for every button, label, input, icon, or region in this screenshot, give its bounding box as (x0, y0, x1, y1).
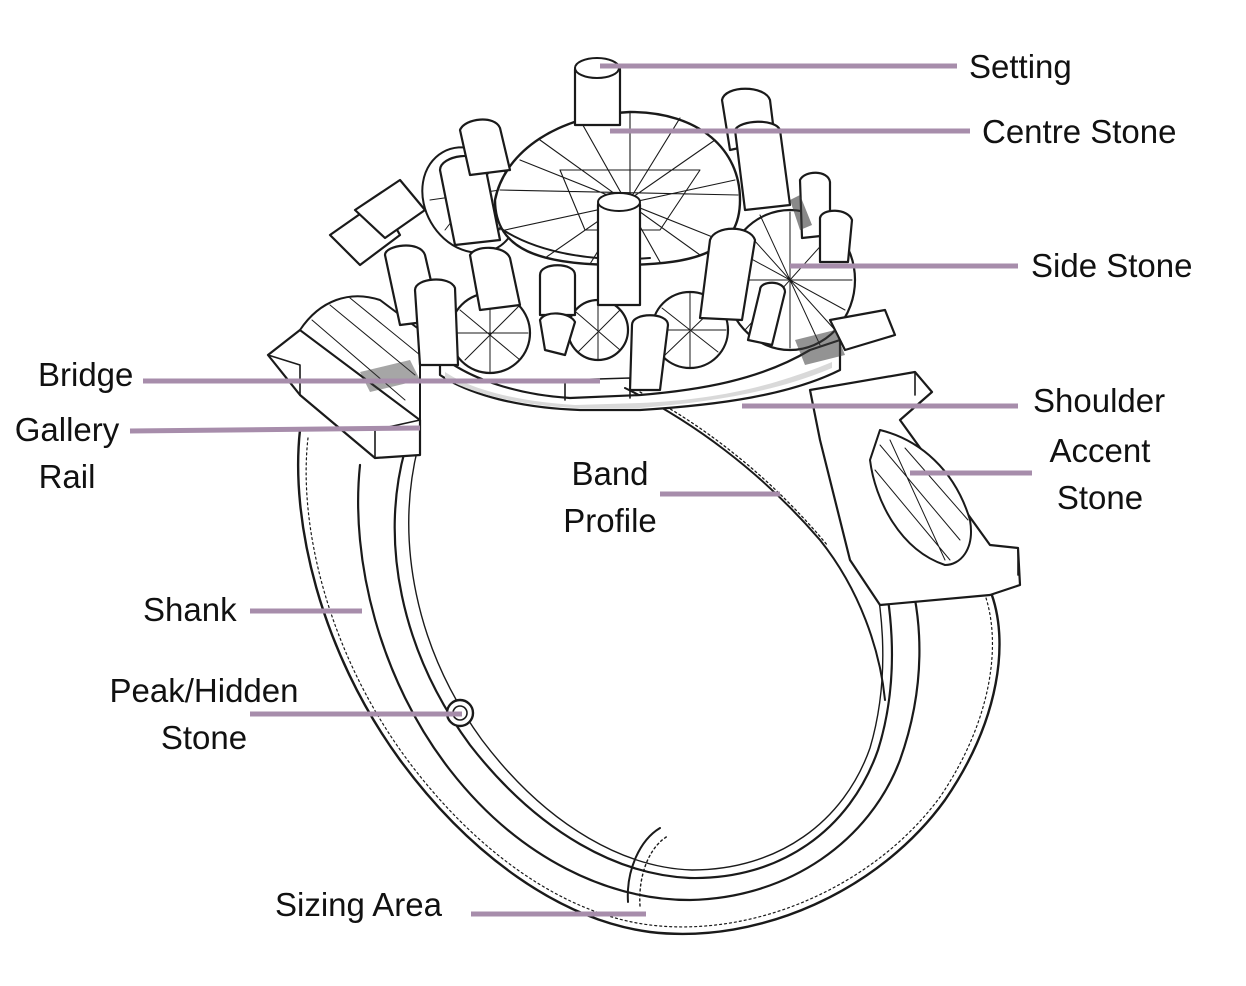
label-gallery-rail: Gallery Rail (8, 406, 126, 500)
shading (360, 195, 845, 392)
leader-lines (129, 63, 1032, 917)
right-shoulder (808, 370, 1022, 607)
label-shank: Shank (143, 591, 237, 628)
label-peak-hidden-stone-line-1: Peak/Hidden (109, 672, 299, 709)
label-centre-stone: Centre Stone (982, 113, 1177, 150)
label-band-profile-line-2: Profile (563, 502, 657, 539)
label-gallery-rail-line-2: Rail (38, 458, 96, 495)
label-peak-hidden-stone-line-2: Stone (160, 719, 248, 756)
label-band-profile: Band Profile (555, 450, 665, 544)
label-gallery-rail-line-1: Gallery (14, 411, 120, 448)
leader-gallery-rail (129, 425, 421, 434)
ring-shank (296, 387, 1001, 936)
label-accent-stone-line-1: Accent (1049, 432, 1151, 469)
label-peak-hidden-stone: Peak/Hidden Stone (99, 667, 309, 761)
label-setting: Setting (969, 48, 1072, 85)
label-accent-stone-line-2: Stone (1056, 479, 1144, 516)
label-sizing-area: Sizing Area (275, 886, 442, 923)
prongs (328, 57, 897, 392)
label-band-profile-line-1: Band (571, 455, 649, 492)
label-shoulder: Shoulder (1033, 382, 1166, 419)
centre-stone (493, 110, 742, 267)
label-side-stone: Side Stone (1031, 247, 1193, 284)
label-bridge: Bridge (38, 356, 134, 393)
label-accent-stone: Accent Stone (1040, 427, 1160, 521)
